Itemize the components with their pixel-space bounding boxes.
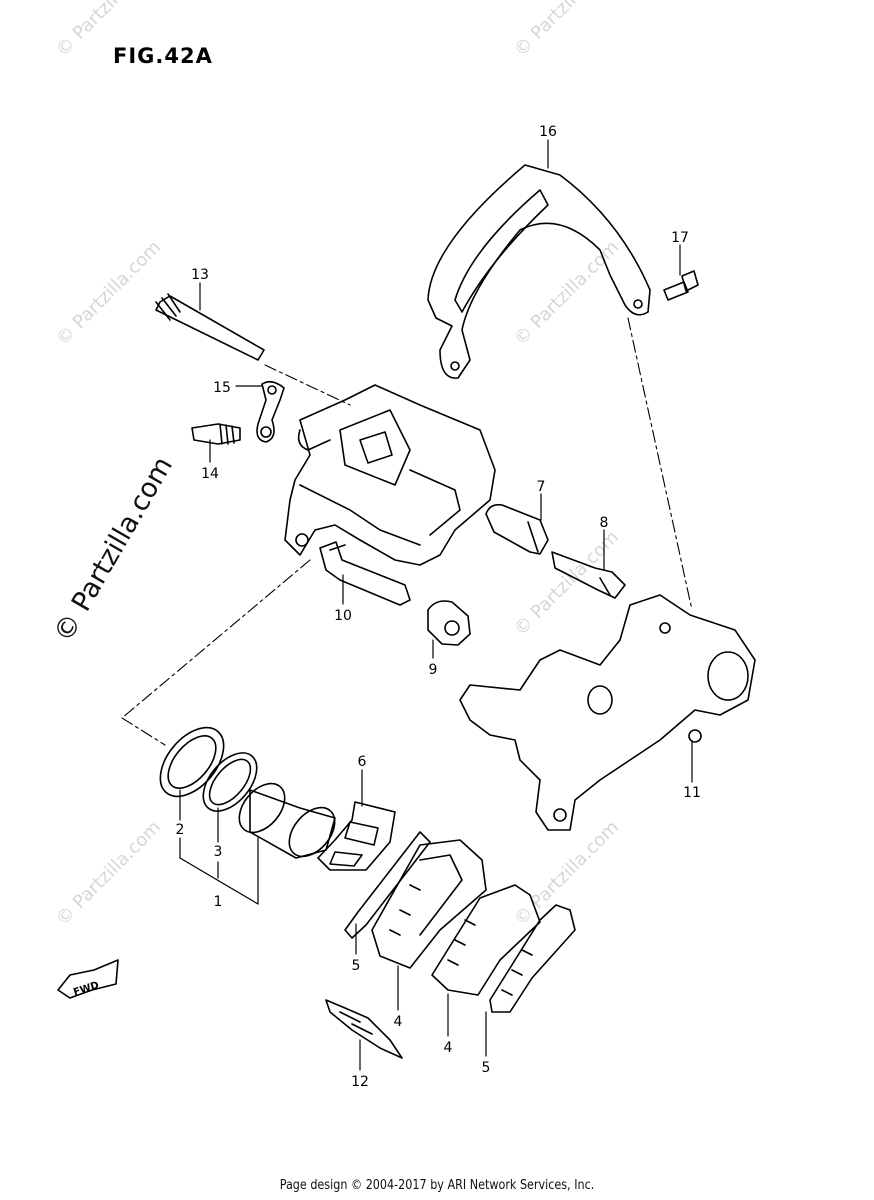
part-8-bolt xyxy=(551,551,626,599)
part-2-seal xyxy=(159,726,225,798)
caliper-body xyxy=(284,384,496,566)
part-5-shim-right xyxy=(489,904,576,1013)
part-4-pad-right xyxy=(431,884,541,996)
part-12-spring xyxy=(325,999,403,1059)
callout-4-left: 4 xyxy=(394,1014,403,1030)
callout-12: 12 xyxy=(351,1074,369,1090)
callout-8: 8 xyxy=(600,515,609,531)
callout-9: 9 xyxy=(429,662,438,678)
callout-10: 10 xyxy=(334,608,352,624)
part-6-shim xyxy=(317,801,396,871)
callout-14: 14 xyxy=(201,466,219,482)
callout-11: 11 xyxy=(683,785,701,801)
callout-3: 3 xyxy=(214,844,223,860)
part-14-bleeder xyxy=(191,423,241,445)
callout-2: 2 xyxy=(176,822,185,838)
callout-15: 15 xyxy=(213,380,231,396)
part-9-boot xyxy=(427,600,471,646)
part-3-seal xyxy=(202,752,258,812)
callout-4-right: 4 xyxy=(444,1040,453,1056)
callout-5-left: 5 xyxy=(352,958,361,974)
part-11-holder xyxy=(459,594,756,831)
callout-16: 16 xyxy=(539,124,557,140)
part-16-bracket xyxy=(427,164,651,379)
guide-lines xyxy=(121,317,693,746)
part-13-pin xyxy=(155,293,265,361)
callout-13: 13 xyxy=(191,267,209,283)
part-1-piston xyxy=(238,782,336,859)
page-footer: Page design © 2004-2017 by ARI Network S… xyxy=(279,1178,595,1193)
fwd-arrow xyxy=(57,959,119,999)
callout-labels: 16 17 13 15 14 7 8 10 9 11 6 2 3 1 5 4 4… xyxy=(176,124,701,1090)
figure-title: FIG.42A xyxy=(113,44,213,68)
callout-5-right: 5 xyxy=(482,1060,491,1076)
callout-1: 1 xyxy=(214,894,223,910)
part-15-cap xyxy=(256,380,285,443)
leader-lines xyxy=(179,139,693,1071)
part-10-slide-pin xyxy=(319,541,411,606)
part-5-shim-left xyxy=(344,831,431,939)
part-4-pad-left xyxy=(371,839,487,969)
callout-17: 17 xyxy=(671,230,689,246)
part-17-bolt xyxy=(663,270,699,301)
callout-7: 7 xyxy=(537,479,546,495)
callout-6: 6 xyxy=(358,754,367,770)
part-7-sleeve xyxy=(485,503,549,555)
